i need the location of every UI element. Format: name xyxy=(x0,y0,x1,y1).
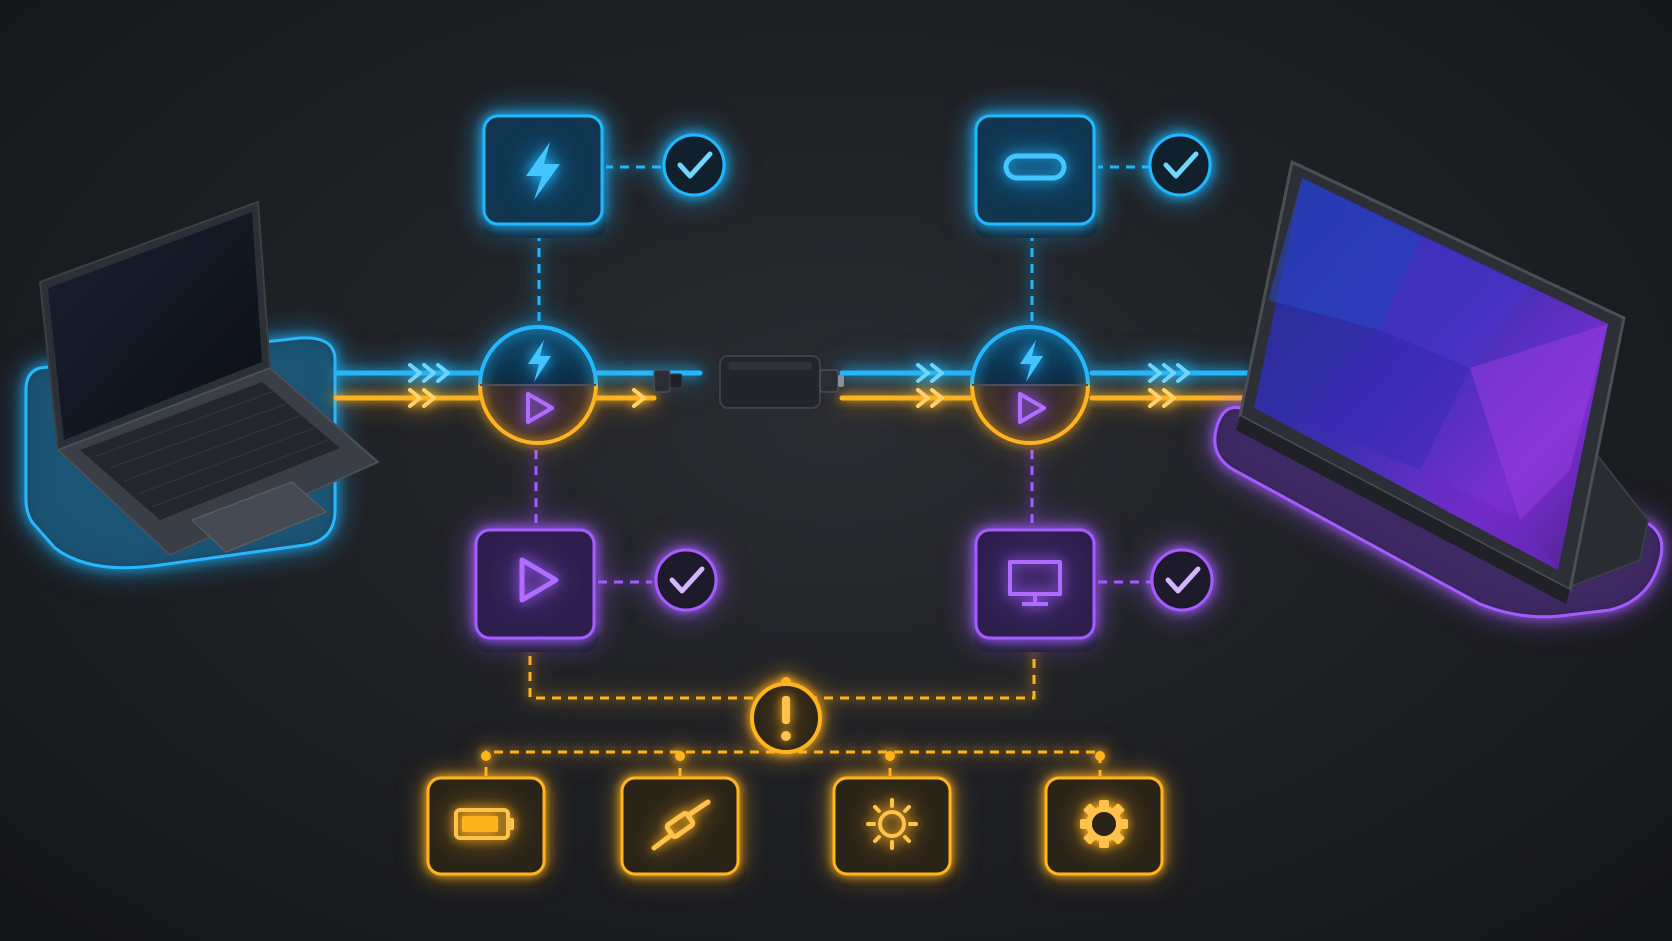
gear-icon xyxy=(1080,800,1128,848)
laptop-icon xyxy=(24,200,380,570)
check-icon xyxy=(669,566,705,594)
direction-arrows xyxy=(408,363,1190,408)
play-icon xyxy=(519,557,559,603)
cable-icon xyxy=(651,799,711,851)
power-delivery-node[interactable] xyxy=(482,114,606,238)
play-icon xyxy=(1018,392,1046,424)
lightning-icon xyxy=(528,340,551,382)
usb-c-port-node[interactable] xyxy=(974,114,1098,238)
check-icon xyxy=(677,151,713,179)
cable-node[interactable] xyxy=(620,776,746,888)
usb-c-port-icon xyxy=(1003,153,1067,181)
hub-right[interactable] xyxy=(970,325,1090,445)
lightning-icon xyxy=(526,142,560,200)
warning-node[interactable] xyxy=(750,682,822,754)
play-icon xyxy=(526,392,554,424)
usb-c-port-check xyxy=(1148,133,1212,197)
portable-monitor-icon xyxy=(1213,159,1664,619)
power-delivery-check xyxy=(662,133,726,197)
battery-icon xyxy=(454,808,514,840)
battery-node[interactable] xyxy=(426,776,552,888)
check-icon xyxy=(1165,566,1201,594)
display-output-node[interactable] xyxy=(974,528,1098,652)
sun-icon xyxy=(866,798,918,850)
usb-c-adapter-icon xyxy=(653,355,844,409)
video-signal-check xyxy=(654,548,718,612)
display-output-check xyxy=(1150,548,1214,612)
check-icon xyxy=(1163,151,1199,179)
hub-left[interactable] xyxy=(478,325,598,445)
settings-node[interactable] xyxy=(1044,776,1170,888)
brightness-node[interactable] xyxy=(832,776,958,888)
lightning-icon xyxy=(1020,340,1043,382)
exclamation-icon xyxy=(781,696,791,741)
video-signal-node[interactable] xyxy=(474,528,598,652)
monitor-icon xyxy=(1008,560,1062,606)
status-connectors xyxy=(484,165,1152,776)
